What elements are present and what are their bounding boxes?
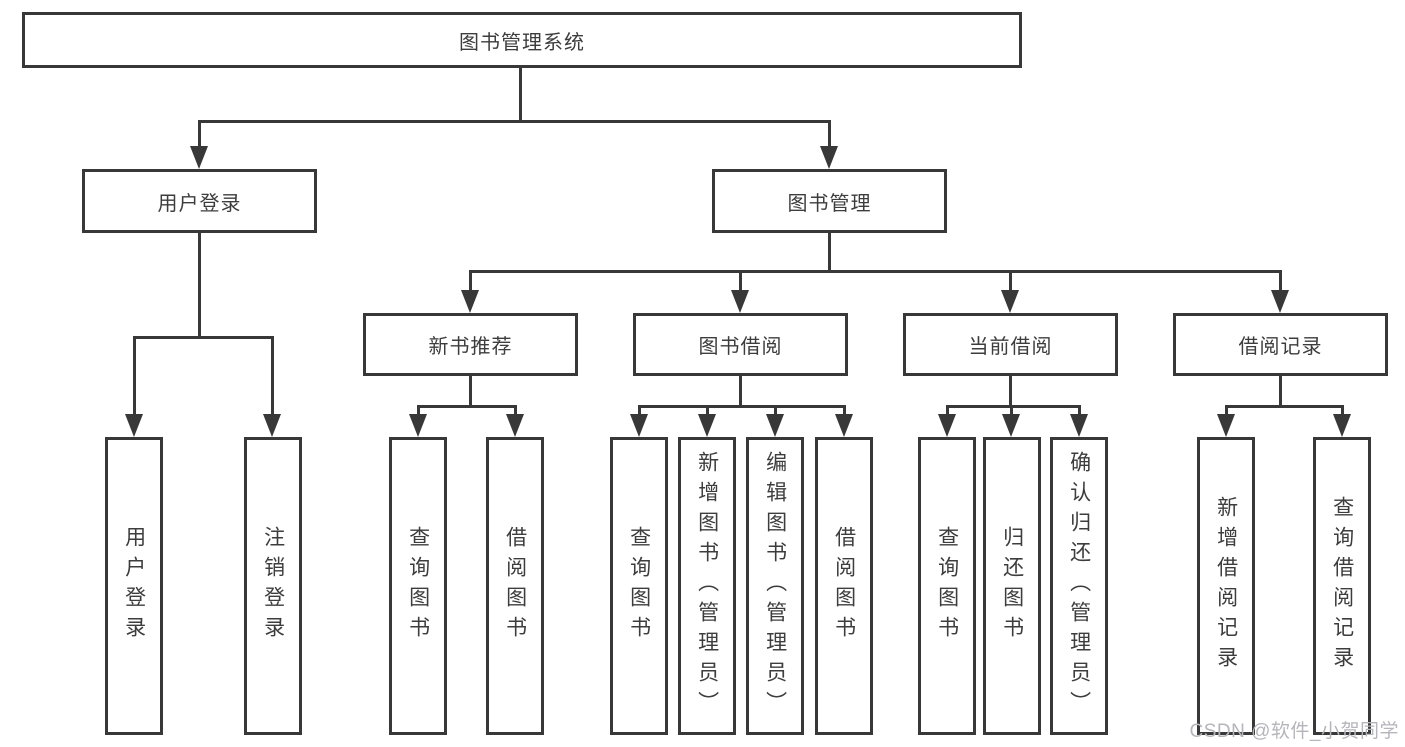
connector-hline	[417, 405, 517, 408]
leaf-borrow-query-books: 查询图书	[610, 437, 668, 735]
node-label: 用户登录	[157, 192, 242, 215]
arrowhead-down-icon	[1333, 414, 1351, 437]
connector-vline	[271, 336, 274, 416]
leaf-label: 编辑图书（管理员）	[763, 451, 787, 721]
leaf-label: 注销登录	[261, 526, 285, 646]
leaf-newbook-query-books: 查询图书	[389, 437, 447, 735]
connector-hline	[1225, 405, 1343, 408]
node-borrow-records: 借阅记录	[1173, 313, 1388, 376]
connector-vline	[1010, 405, 1013, 416]
connector-vline	[774, 405, 777, 416]
connector-hline	[946, 405, 1080, 408]
arrowhead-down-icon	[1002, 414, 1020, 437]
connector-vline	[828, 233, 831, 270]
connector-vline	[198, 120, 201, 148]
node-root-library-system: 图书管理系统	[22, 12, 1022, 68]
connector-vline	[1279, 376, 1282, 405]
leaf-label: 归还图书	[1000, 526, 1024, 646]
node-new-book-recommend: 新书推荐	[363, 313, 578, 376]
arrowhead-down-icon	[835, 414, 853, 437]
connector-vline	[638, 405, 641, 416]
leaf-label: 查询借阅记录	[1330, 496, 1354, 676]
connector-vline	[1078, 405, 1081, 416]
node-label: 图书管理系统	[459, 31, 585, 54]
arrowhead-down-icon	[125, 414, 143, 437]
leaf-label: 查询图书	[406, 526, 430, 646]
arrowhead-down-icon	[1217, 414, 1235, 437]
connector-vline	[417, 405, 420, 416]
leaf-user-login: 用户登录	[105, 437, 163, 735]
arrowhead-down-icon	[766, 414, 784, 437]
connector-vline	[469, 376, 472, 405]
arrowhead-down-icon	[1001, 290, 1019, 313]
leaf-label: 查询图书	[935, 526, 959, 646]
leaf-label: 借阅图书	[832, 526, 856, 646]
arrowhead-down-icon	[190, 146, 208, 169]
arrowhead-down-icon	[409, 414, 427, 437]
connector-vline	[469, 270, 472, 292]
connector-hline	[133, 336, 274, 339]
connector-vline	[1279, 270, 1282, 292]
node-book-management: 图书管理	[712, 169, 947, 233]
arrowhead-down-icon	[820, 146, 838, 169]
arrowhead-down-icon	[938, 414, 956, 437]
leaf-current-query-books: 查询图书	[918, 437, 976, 735]
arrowhead-down-icon	[506, 414, 524, 437]
connector-vline	[514, 405, 517, 416]
connector-vline	[1009, 270, 1012, 292]
connector-vline	[519, 68, 522, 120]
connector-hline	[198, 120, 831, 123]
node-user-login: 用户登录	[82, 169, 317, 233]
node-label: 图书借阅	[698, 336, 783, 358]
connector-vline	[739, 376, 742, 405]
arrowhead-down-icon	[1070, 414, 1088, 437]
connector-vline	[843, 405, 846, 416]
leaf-records-query-record: 查询借阅记录	[1313, 437, 1371, 735]
connector-vline	[1341, 405, 1344, 416]
leaf-records-add-record: 新增借阅记录	[1197, 437, 1255, 735]
leaf-current-confirm-return-admin: 确认归还（管理员）	[1050, 437, 1108, 735]
connector-hline	[469, 270, 1282, 273]
arrowhead-down-icon	[630, 414, 648, 437]
connector-vline	[706, 405, 709, 416]
leaf-current-return-books: 归还图书	[983, 437, 1041, 735]
node-current-borrow: 当前借阅	[903, 313, 1118, 376]
connector-vline	[133, 336, 136, 416]
arrowhead-down-icon	[731, 290, 749, 313]
leaf-label: 用户登录	[122, 526, 146, 646]
leaf-borrow-add-books-admin: 新增图书（管理员）	[678, 437, 736, 735]
csdn-watermark: CSDN @软件_小贺同学	[1189, 721, 1399, 742]
leaf-logout: 注销登录	[244, 437, 302, 735]
arrowhead-down-icon	[698, 414, 716, 437]
node-label: 借阅记录	[1238, 336, 1323, 358]
connector-hline	[638, 405, 845, 408]
leaf-label: 新增图书（管理员）	[695, 451, 719, 721]
node-label: 新书推荐	[428, 336, 513, 358]
connector-vline	[198, 233, 201, 336]
node-book-borrow: 图书借阅	[633, 313, 848, 376]
node-label: 当前借阅	[968, 336, 1053, 358]
connector-vline	[1225, 405, 1228, 416]
connector-vline	[828, 120, 831, 148]
leaf-label: 新增借阅记录	[1214, 496, 1238, 676]
leaf-newbook-borrow-books: 借阅图书	[486, 437, 544, 735]
node-label: 图书管理	[787, 192, 872, 215]
leaf-label: 借阅图书	[503, 526, 527, 646]
arrowhead-down-icon	[263, 414, 281, 437]
arrowhead-down-icon	[461, 290, 479, 313]
leaf-borrow-edit-books-admin: 编辑图书（管理员）	[746, 437, 804, 735]
leaf-borrow-borrow-books: 借阅图书	[815, 437, 873, 735]
connector-vline	[739, 270, 742, 292]
connector-vline	[1009, 376, 1012, 405]
leaf-label: 查询图书	[627, 526, 651, 646]
arrowhead-down-icon	[1271, 290, 1289, 313]
leaf-label: 确认归还（管理员）	[1067, 451, 1091, 721]
connector-vline	[946, 405, 949, 416]
